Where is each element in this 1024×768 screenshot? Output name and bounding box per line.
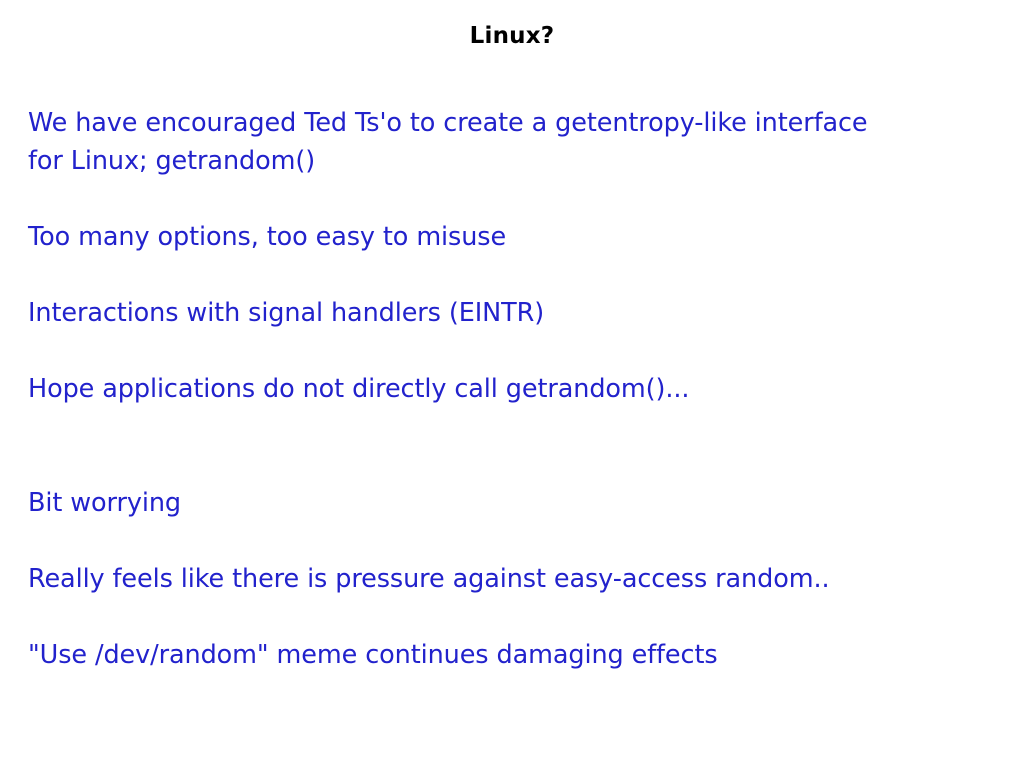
bullet-signal-handlers-eintr: Interactions with signal handlers (EINTR… [28,298,545,328]
bullet-spacer [28,598,996,636]
slide-body: We have encouraged Ted Ts'o to create a … [28,104,996,674]
bullet-spacer [28,180,996,218]
bullet-spacer-wide [28,408,996,484]
bullet-spacer [28,522,996,560]
bullet-hope-applications: Hope applications do not directly call g… [28,374,690,404]
bullet-bit-worrying: Bit worrying [28,488,181,518]
bullet-dev-random-meme: "Use /dev/random" meme continues damagin… [28,640,718,670]
bullet-too-many-options: Too many options, too easy to misuse [28,222,507,252]
bullet-spacer [28,256,996,294]
bullet-pressure-against-easy-access: Really feels like there is pressure agai… [28,564,830,594]
slide-title: Linux? [469,23,555,49]
bullet-getentropy-like-interface: We have encouraged Ted Ts'o to create a … [28,108,868,176]
bullet-spacer [28,332,996,370]
